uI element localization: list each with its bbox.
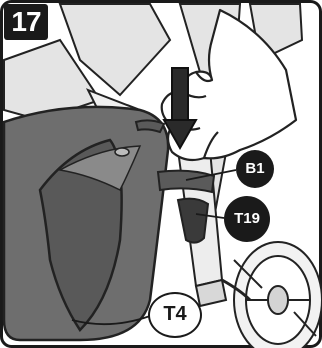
step-number: 17 <box>4 4 48 40</box>
callout-t4: T4 <box>148 292 202 338</box>
callout-t19: T19 <box>224 196 270 242</box>
seat-fabric <box>4 107 168 340</box>
callout-b1: B1 <box>236 150 274 188</box>
